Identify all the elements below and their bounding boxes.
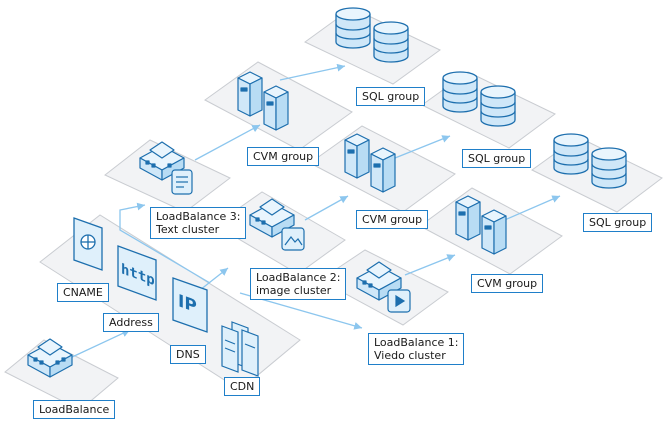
label-loadbalance-2-title: LoadBalance 2: — [256, 271, 341, 284]
label-dns: DNS — [170, 345, 206, 364]
label-address: Address — [103, 313, 159, 332]
server-icon-cvm-3 — [455, 195, 507, 255]
label-loadbalance-2: LoadBalance 2: image cluster — [250, 268, 347, 300]
ip-icon: IP — [172, 277, 208, 333]
arrow-video-to-cvm3 — [404, 254, 456, 276]
label-sql-group-3: SQL group — [583, 213, 653, 232]
server-icon-cvm-2 — [344, 133, 396, 193]
label-cdn: CDN — [224, 377, 261, 396]
arrow-lb-to-access — [69, 329, 131, 359]
label-loadbalance-3-cluster: Text cluster — [156, 223, 220, 236]
database-icon-sql-1 — [335, 7, 409, 63]
http-icon: http — [117, 245, 157, 301]
cdn-files-icon — [221, 321, 259, 377]
play-icon — [387, 289, 411, 313]
label-cvm-group-1: CVM group — [247, 147, 320, 166]
server-icon-cvm-1 — [237, 71, 289, 131]
arrow-cvm2-to-sql2 — [389, 135, 451, 161]
arrow-image-to-cvm2 — [304, 195, 349, 221]
arrow-cvm1-to-sql1 — [279, 63, 346, 81]
label-loadbalance-3: LoadBalance 3: Text cluster — [150, 207, 247, 239]
building-icon-image-cluster — [249, 198, 295, 238]
database-icon-sql-2 — [442, 71, 516, 127]
label-cvm-group-2: CVM group — [356, 210, 429, 229]
document-icon — [171, 169, 193, 195]
building-icon-text-cluster — [139, 141, 185, 181]
label-loadbalance-2-cluster: image cluster — [256, 284, 332, 297]
arrow-text-to-cvm1 — [194, 124, 261, 161]
label-sql-group-2: SQL group — [462, 149, 532, 168]
connection-arrows — [69, 63, 561, 359]
network-globe-icon — [73, 217, 103, 271]
label-loadbalance-1: LoadBalance 1: Viedo cluster — [368, 333, 465, 365]
label-loadbalance-3-title: LoadBalance 3: — [156, 210, 241, 223]
label-cvm-group-3: CVM group — [471, 274, 544, 293]
label-loadbalance: LoadBalance — [33, 400, 116, 419]
arrow-access-to-image — [199, 267, 229, 291]
building-icon-entry — [27, 338, 73, 378]
label-cname: CNAME — [57, 283, 109, 302]
building-icon-video-cluster — [356, 261, 402, 301]
label-sql-group-1: SQL group — [356, 87, 426, 106]
image-icon — [281, 227, 305, 251]
database-icon-sql-3 — [553, 133, 627, 189]
arrow-cvm3-to-sql3 — [499, 195, 561, 223]
platform-sql-1 — [304, 7, 441, 85]
label-loadbalance-1-cluster: Viedo cluster — [374, 349, 446, 362]
label-loadbalance-1-title: LoadBalance 1: — [374, 336, 459, 349]
arrow-access-to-text — [119, 202, 211, 284]
svg-text:IP: IP — [178, 291, 197, 317]
